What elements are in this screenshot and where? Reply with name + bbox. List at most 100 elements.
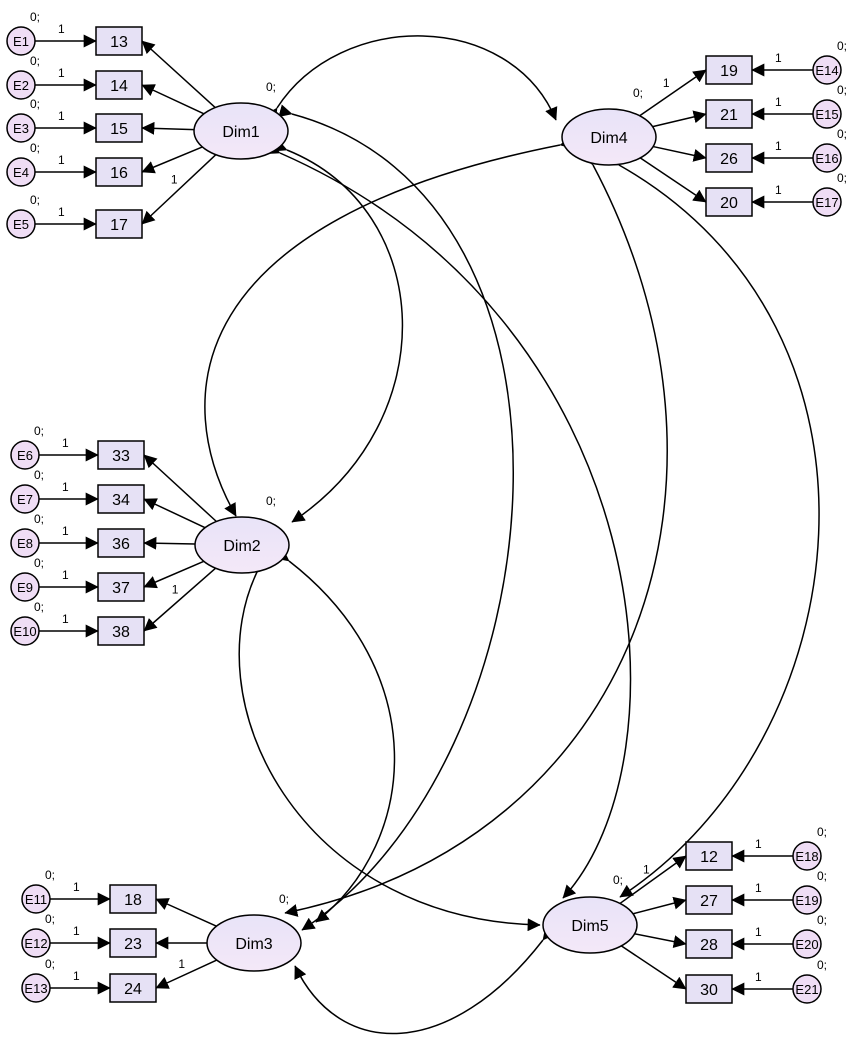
error-label-e18: E18 bbox=[795, 849, 818, 864]
error-path-coef-e6: 1 bbox=[62, 436, 69, 450]
error-circle-e16 bbox=[812, 143, 842, 173]
latent-variance-dim4: 0; bbox=[633, 86, 643, 100]
error-circle-e1 bbox=[6, 26, 36, 56]
loading-path-30 bbox=[620, 945, 687, 990]
latent-label-dim1: Dim1 bbox=[222, 124, 259, 141]
observed-box-23 bbox=[109, 928, 157, 958]
error-path-coef-e4: 1 bbox=[58, 153, 65, 167]
observed-box-14 bbox=[95, 70, 143, 100]
covariance-dim3-dim5 bbox=[294, 926, 556, 1035]
error-circle-e8 bbox=[10, 528, 40, 558]
covariance-dim1-dim5 bbox=[266, 142, 632, 899]
error-circle-e18 bbox=[792, 841, 822, 871]
latent-ellipse-dim3 bbox=[206, 914, 302, 972]
label-layer: 13E10;114E20;115E30;116E40;117E50;1133E6… bbox=[13, 10, 847, 999]
error-variance-e11: 0; bbox=[45, 868, 55, 882]
error-variance-e19: 0; bbox=[817, 869, 827, 883]
observed-label-13: 13 bbox=[110, 34, 128, 51]
covariance-dim2-dim5 bbox=[238, 552, 541, 932]
loading-coef-17: 1 bbox=[171, 172, 178, 186]
error-circle-e19 bbox=[792, 885, 822, 915]
error-label-e13: E13 bbox=[24, 981, 47, 996]
error-variance-e9: 0; bbox=[34, 556, 44, 570]
loading-path-36 bbox=[143, 536, 196, 550]
latent-label-dim2: Dim2 bbox=[223, 538, 260, 555]
observed-label-38: 38 bbox=[112, 624, 130, 641]
error-path-coef-e20: 1 bbox=[755, 925, 762, 939]
observed-box-18 bbox=[109, 884, 157, 914]
observed-box-26 bbox=[705, 143, 753, 173]
error-circle-e9 bbox=[10, 572, 40, 602]
observed-box-16 bbox=[95, 157, 143, 187]
observed-label-23: 23 bbox=[124, 936, 142, 953]
error-circle-e12 bbox=[21, 928, 51, 958]
error-label-e4: E4 bbox=[13, 165, 29, 180]
error-label-e17: E17 bbox=[815, 195, 838, 210]
error-path-coef-e7: 1 bbox=[62, 480, 69, 494]
observed-box-13 bbox=[95, 26, 143, 56]
observed-box-15 bbox=[95, 113, 143, 143]
observed-label-21: 21 bbox=[720, 107, 738, 124]
error-variance-e20: 0; bbox=[817, 913, 827, 927]
error-label-e2: E2 bbox=[13, 78, 29, 93]
loading-path-19 bbox=[639, 69, 707, 117]
covariance-dim2-dim3 bbox=[275, 548, 396, 923]
error-circle-e5 bbox=[6, 209, 36, 239]
error-path-coef-e8: 1 bbox=[62, 524, 69, 538]
error-label-e8: E8 bbox=[17, 536, 33, 551]
covariance-dim4-dim5 bbox=[605, 153, 820, 898]
observed-box-21 bbox=[705, 99, 753, 129]
error-variance-e5: 0; bbox=[30, 193, 40, 207]
error-variance-e3: 0; bbox=[30, 97, 40, 111]
observed-box-34 bbox=[97, 484, 145, 514]
error-label-e14: E14 bbox=[815, 63, 838, 78]
observed-box-27 bbox=[685, 885, 733, 915]
loading-path-20 bbox=[639, 157, 707, 203]
error-label-e11: E11 bbox=[25, 892, 47, 907]
error-path-coef-e11: 1 bbox=[73, 880, 80, 894]
error-label-e5: E5 bbox=[13, 217, 29, 232]
error-circle-e15 bbox=[812, 99, 842, 129]
loading-path-15 bbox=[141, 121, 195, 135]
observed-label-27: 27 bbox=[700, 893, 718, 910]
error-label-e12: E12 bbox=[24, 936, 47, 951]
covariance-dim1-dim4 bbox=[264, 35, 558, 122]
observed-label-26: 26 bbox=[720, 151, 738, 168]
latent-ellipse-dim1 bbox=[193, 102, 289, 160]
latent-ellipse-dim5 bbox=[542, 896, 638, 954]
latent-variance-dim3: 0; bbox=[279, 892, 289, 906]
error-variance-e21: 0; bbox=[817, 958, 827, 972]
error-path-coef-e13: 1 bbox=[73, 969, 80, 983]
observed-box-19 bbox=[705, 55, 753, 85]
error-circle-e10 bbox=[10, 616, 40, 646]
loading-path-26 bbox=[653, 145, 707, 162]
observed-label-37: 37 bbox=[112, 580, 130, 597]
error-path-coef-e21: 1 bbox=[755, 970, 762, 984]
error-variance-e7: 0; bbox=[34, 468, 44, 482]
observed-label-16: 16 bbox=[110, 165, 128, 182]
observed-label-18: 18 bbox=[124, 892, 142, 909]
observed-box-38 bbox=[97, 616, 145, 646]
observed-box-17 bbox=[95, 209, 143, 239]
observed-label-24: 24 bbox=[124, 981, 142, 998]
covariance-dim1-dim3 bbox=[278, 104, 515, 931]
error-label-e19: E19 bbox=[795, 893, 818, 908]
error-circle-e21 bbox=[792, 974, 822, 1004]
error-variance-e15: 0; bbox=[837, 83, 847, 97]
error-label-e9: E9 bbox=[17, 580, 33, 595]
error-label-e20: E20 bbox=[795, 937, 818, 952]
error-path-coef-e1: 1 bbox=[58, 22, 65, 36]
loading-path-14 bbox=[141, 84, 205, 115]
error-path-coef-e12: 1 bbox=[73, 924, 80, 938]
error-circle-e14 bbox=[812, 55, 842, 85]
observed-box-33 bbox=[97, 440, 145, 470]
node-layer bbox=[6, 26, 842, 1004]
observed-label-20: 20 bbox=[720, 195, 738, 212]
loading-path-37 bbox=[143, 560, 205, 589]
loading-coef-19: 1 bbox=[663, 76, 670, 90]
loading-coef-12: 1 bbox=[643, 863, 650, 877]
error-path-coef-e16: 1 bbox=[775, 139, 782, 153]
covariance-dim4-dim2 bbox=[204, 136, 574, 517]
latent-variance-dim5: 0; bbox=[613, 873, 623, 887]
loading-coef-24: 1 bbox=[178, 957, 185, 971]
